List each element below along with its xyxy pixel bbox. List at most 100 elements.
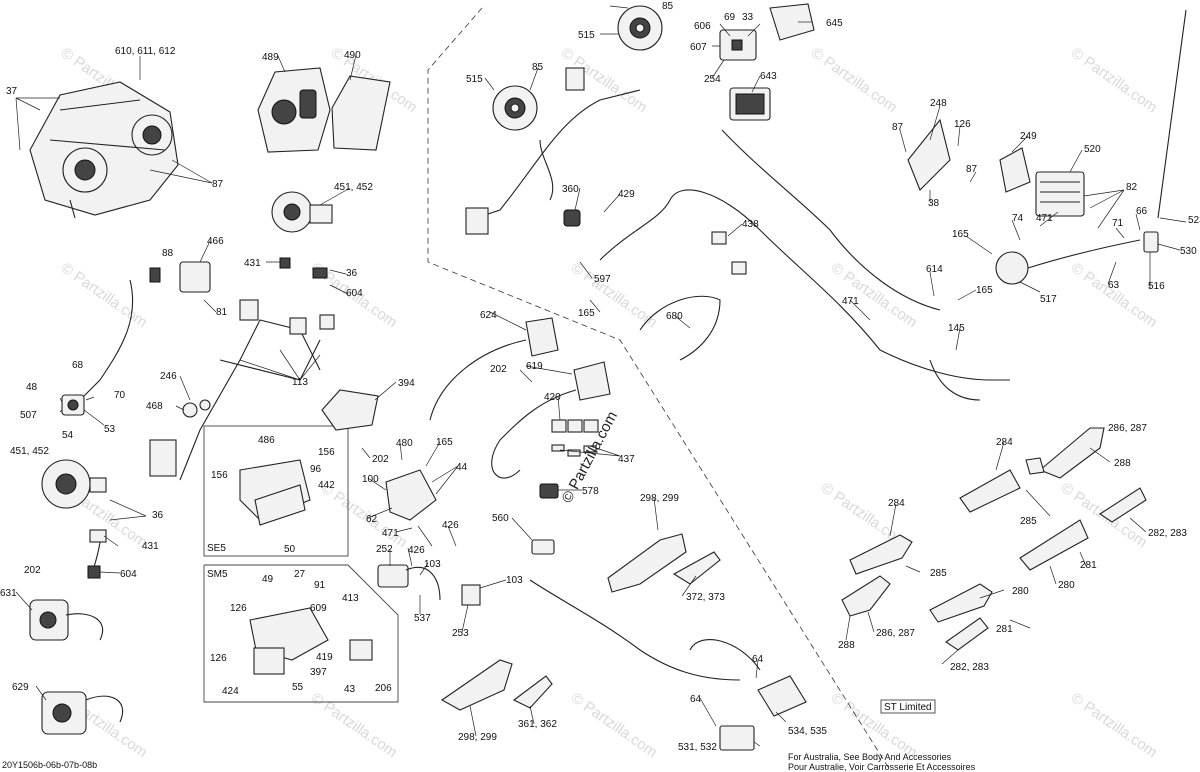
callout-202: 202 bbox=[24, 565, 41, 576]
watermark-text: © Partzilla.com bbox=[568, 259, 661, 331]
callout-397: 397 bbox=[310, 667, 327, 678]
callout-298: 298, 299 bbox=[640, 493, 679, 504]
antenna-523-illustration bbox=[1157, 9, 1187, 219]
callout-44: 44 bbox=[456, 462, 468, 473]
turn-signal-280-lower-illustration bbox=[929, 583, 993, 623]
callout-36-lower: 36 bbox=[152, 510, 164, 521]
callout-38: 38 bbox=[928, 198, 940, 209]
callout-515: 515 bbox=[578, 30, 595, 41]
callout-282: 282, 283 bbox=[1148, 528, 1187, 539]
callout-68: 68 bbox=[72, 360, 84, 371]
callout-87-b: 87 bbox=[892, 122, 904, 133]
callout-431: 431 bbox=[244, 258, 261, 269]
gasket-394-illustration bbox=[321, 389, 379, 431]
callout-413: 413 bbox=[342, 593, 359, 604]
callout-37: 37 bbox=[6, 86, 18, 97]
callout-471-b: 471 bbox=[1036, 213, 1053, 224]
callout-298-b: 298, 299 bbox=[458, 732, 497, 743]
callout-471-c: 471 bbox=[842, 296, 859, 307]
callout-249: 249 bbox=[1020, 131, 1037, 142]
cover-100-illustration bbox=[385, 469, 437, 521]
turn-signal-282-lower-illustration bbox=[945, 617, 989, 651]
callout-360: 360 bbox=[562, 184, 579, 195]
callout-66: 66 bbox=[1136, 206, 1148, 217]
callout-285: 285 bbox=[1020, 516, 1037, 527]
handlebar-switch-619-illustration bbox=[491, 361, 611, 479]
callout-280-b: 280 bbox=[1012, 586, 1029, 597]
callout-537: 537 bbox=[414, 613, 431, 624]
callout-96: 96 bbox=[310, 464, 322, 475]
relay-illustration bbox=[149, 261, 211, 293]
callout-609: 609 bbox=[310, 603, 327, 614]
se5-box bbox=[203, 425, 349, 557]
gauge-cluster-illustration bbox=[257, 67, 391, 153]
callout-165-d: 165 bbox=[976, 285, 993, 296]
callout-62: 62 bbox=[366, 514, 378, 525]
callout-85: 85 bbox=[662, 1, 674, 12]
callout-85-b: 85 bbox=[532, 62, 544, 73]
st-limited-label: ST Limited bbox=[884, 702, 932, 713]
starter-relay-252-illustration bbox=[377, 564, 481, 606]
callout-282-b: 282, 283 bbox=[950, 662, 989, 673]
callout-523: 523 bbox=[1188, 215, 1200, 226]
callout-604: 604 bbox=[346, 288, 363, 299]
callout-619: 619 bbox=[526, 361, 543, 372]
horn-629-illustration bbox=[41, 691, 124, 735]
callout-516: 516 bbox=[1148, 281, 1165, 292]
callout-680: 680 bbox=[666, 311, 683, 322]
callout-126-b: 126 bbox=[210, 653, 227, 664]
callout-71: 71 bbox=[1112, 218, 1124, 229]
callout-145: 145 bbox=[948, 323, 965, 334]
callout-515-b: 515 bbox=[466, 74, 483, 85]
callout-531: 531, 532 bbox=[678, 742, 717, 753]
callout-126-c: 126 bbox=[954, 119, 971, 130]
turn-signal-286-upper-illustration bbox=[1025, 427, 1105, 479]
callout-87-c: 87 bbox=[966, 164, 978, 175]
se5-bracket-illustration bbox=[239, 459, 311, 526]
bracket-248-illustration bbox=[907, 118, 951, 191]
callout-597: 597 bbox=[594, 274, 611, 285]
module-534-illustration bbox=[757, 675, 807, 717]
horn-upper-illustration bbox=[271, 191, 333, 279]
connector-604-illustration bbox=[87, 529, 107, 579]
callout-63: 63 bbox=[1108, 280, 1120, 291]
cover-645-illustration bbox=[769, 3, 815, 41]
callout-466: 466 bbox=[207, 236, 224, 247]
watermark-text: © Partzilla.com bbox=[1068, 44, 1161, 116]
callout-286-b: 286, 287 bbox=[876, 628, 915, 639]
turn-signal-280-upper-illustration bbox=[1019, 519, 1089, 571]
callout-560: 560 bbox=[492, 513, 509, 524]
watermark-text: © Partzilla.com bbox=[1068, 689, 1161, 761]
callout-labels: 610, 611, 612 37 87 489 490 451, 452 431… bbox=[0, 1, 1200, 753]
horn-lower-illustration bbox=[41, 459, 107, 509]
module-578-illustration bbox=[539, 483, 559, 499]
callout-426: 426 bbox=[442, 520, 459, 531]
turn-signal-282-upper-illustration bbox=[1098, 487, 1147, 523]
display-unit-illustration bbox=[729, 87, 771, 121]
watermark-text: © Partzilla.com bbox=[308, 689, 401, 761]
callout-70: 70 bbox=[114, 390, 126, 401]
callout-202-c: 202 bbox=[372, 454, 389, 465]
callout-87: 87 bbox=[212, 179, 224, 190]
callout-64-b: 64 bbox=[690, 694, 702, 705]
callout-36: 36 bbox=[346, 268, 358, 279]
callout-438: 438 bbox=[742, 219, 759, 230]
callout-49: 49 bbox=[262, 574, 274, 585]
callout-48: 48 bbox=[26, 382, 38, 393]
callout-419: 419 bbox=[316, 652, 333, 663]
note-line-2: Pour Australie, Voir Carrosserie Et Acce… bbox=[788, 762, 976, 772]
connector-360-illustration bbox=[563, 209, 581, 227]
small-parts-illustration bbox=[182, 399, 211, 418]
callout-629: 629 bbox=[12, 682, 29, 693]
callout-631: 631 bbox=[0, 588, 17, 599]
callout-578: 578 bbox=[582, 486, 599, 497]
callout-284: 284 bbox=[996, 437, 1013, 448]
callout-604-lower: 604 bbox=[120, 569, 137, 580]
callout-126: 126 bbox=[230, 603, 247, 614]
callout-431-lower: 431 bbox=[142, 541, 159, 552]
sm5-label: SM5 bbox=[207, 569, 228, 580]
callout-55: 55 bbox=[292, 682, 304, 693]
callout-286: 286, 287 bbox=[1108, 423, 1147, 434]
note-line-1: For Australia, See Body And Accessories bbox=[788, 752, 952, 762]
speaker-upper-illustration bbox=[617, 5, 663, 51]
